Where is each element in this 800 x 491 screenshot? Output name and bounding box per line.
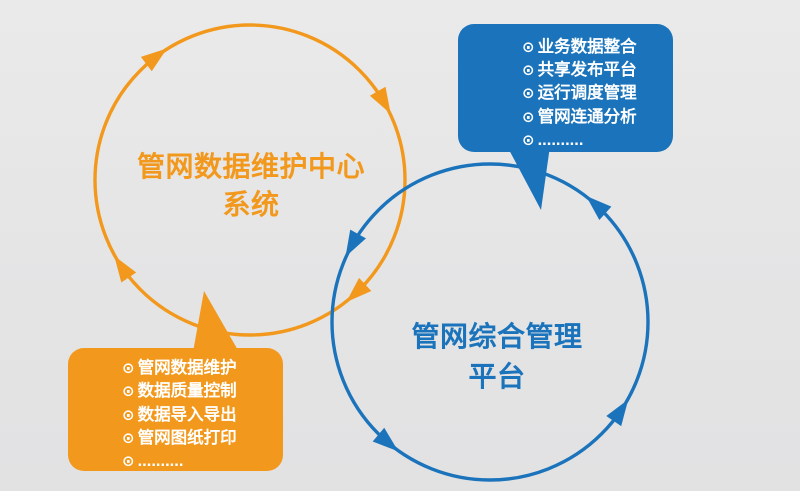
- orange-cycle-title-line1: 管网数据维护中心: [136, 151, 365, 182]
- orange-callout-list: ⊙管网数据维护 ⊙数据质量控制 ⊙数据导入导出 ⊙管网图纸打印 ⊙.......…: [68, 348, 283, 473]
- orange-arrowhead-icon: [140, 48, 168, 72]
- blue-arrowhead-icon: [345, 229, 366, 257]
- callout-item-label: ..........: [137, 452, 184, 471]
- blue-cycle-circle: [330, 162, 650, 482]
- bullet-icon: ⊙: [122, 429, 135, 447]
- orange-cycle-circle: [93, 23, 407, 337]
- callout-item-label: 管网连通分析: [537, 107, 637, 126]
- callout-item-label: 业务数据整合: [537, 38, 637, 56]
- blue-cycle-title-line1: 管网综合管理: [411, 321, 583, 352]
- orange-arrowhead-icon: [369, 86, 391, 114]
- blue-cycle-title-line2: 平台: [468, 361, 526, 392]
- bullet-icon: ⊙: [522, 108, 535, 126]
- orange-cycle-title: 管网数据维护中心 系统: [101, 148, 401, 224]
- callout-item-label: 共享发布平台: [537, 61, 637, 80]
- callout-item-label: 数据导入导出: [137, 405, 237, 424]
- callout-item-label: 运行调度管理: [537, 84, 637, 103]
- list-item: ⊙管网数据维护: [122, 357, 283, 380]
- orange-callout-tail: [193, 291, 239, 352]
- list-item: ⊙数据质量控制: [122, 380, 283, 403]
- list-item: ⊙管网图纸打印: [122, 427, 283, 450]
- blue-arrowhead-icon: [606, 399, 629, 427]
- orange-callout: ⊙管网数据维护 ⊙数据质量控制 ⊙数据导入导出 ⊙管网图纸打印 ⊙.......…: [68, 348, 283, 471]
- list-item: ⊙运行调度管理: [522, 82, 673, 105]
- callout-item-label: 数据质量控制: [137, 382, 237, 401]
- list-item: ⊙共享发布平台: [522, 59, 673, 82]
- bullet-icon: ⊙: [522, 85, 535, 103]
- bullet-icon: ⊙: [522, 131, 535, 149]
- bullet-icon: ⊙: [522, 62, 535, 80]
- orange-arrowhead-icon: [346, 277, 372, 303]
- orange-cycle-title-line2: 系统: [222, 189, 280, 220]
- blue-callout: ⊙业务数据整合 ⊙共享发布平台 ⊙运行调度管理 ⊙管网连通分析 ⊙.......…: [458, 24, 673, 152]
- orange-arrowhead-icon: [114, 255, 137, 283]
- list-item: ⊙..........: [122, 450, 283, 473]
- bullet-icon: ⊙: [122, 406, 135, 424]
- blue-arrowhead-icon: [586, 195, 612, 220]
- blue-callout-tail: [507, 146, 550, 210]
- bullet-icon: ⊙: [122, 383, 135, 401]
- bullet-icon: ⊙: [122, 453, 135, 471]
- list-item: ⊙..........: [522, 129, 673, 152]
- blue-arrowhead-icon: [372, 427, 399, 452]
- blue-cycle-title: 管网综合管理 平台: [347, 317, 647, 397]
- callout-item-label: 管网数据维护: [137, 359, 237, 377]
- bullet-icon: ⊙: [522, 39, 535, 56]
- list-item: ⊙业务数据整合: [522, 36, 673, 59]
- blue-callout-list: ⊙业务数据整合 ⊙共享发布平台 ⊙运行调度管理 ⊙管网连通分析 ⊙.......…: [458, 24, 673, 152]
- callout-item-label: ..........: [537, 130, 584, 149]
- bullet-icon: ⊙: [122, 360, 135, 377]
- callout-item-label: 管网图纸打印: [137, 428, 237, 447]
- list-item: ⊙管网连通分析: [522, 106, 673, 129]
- list-item: ⊙数据导入导出: [122, 404, 283, 427]
